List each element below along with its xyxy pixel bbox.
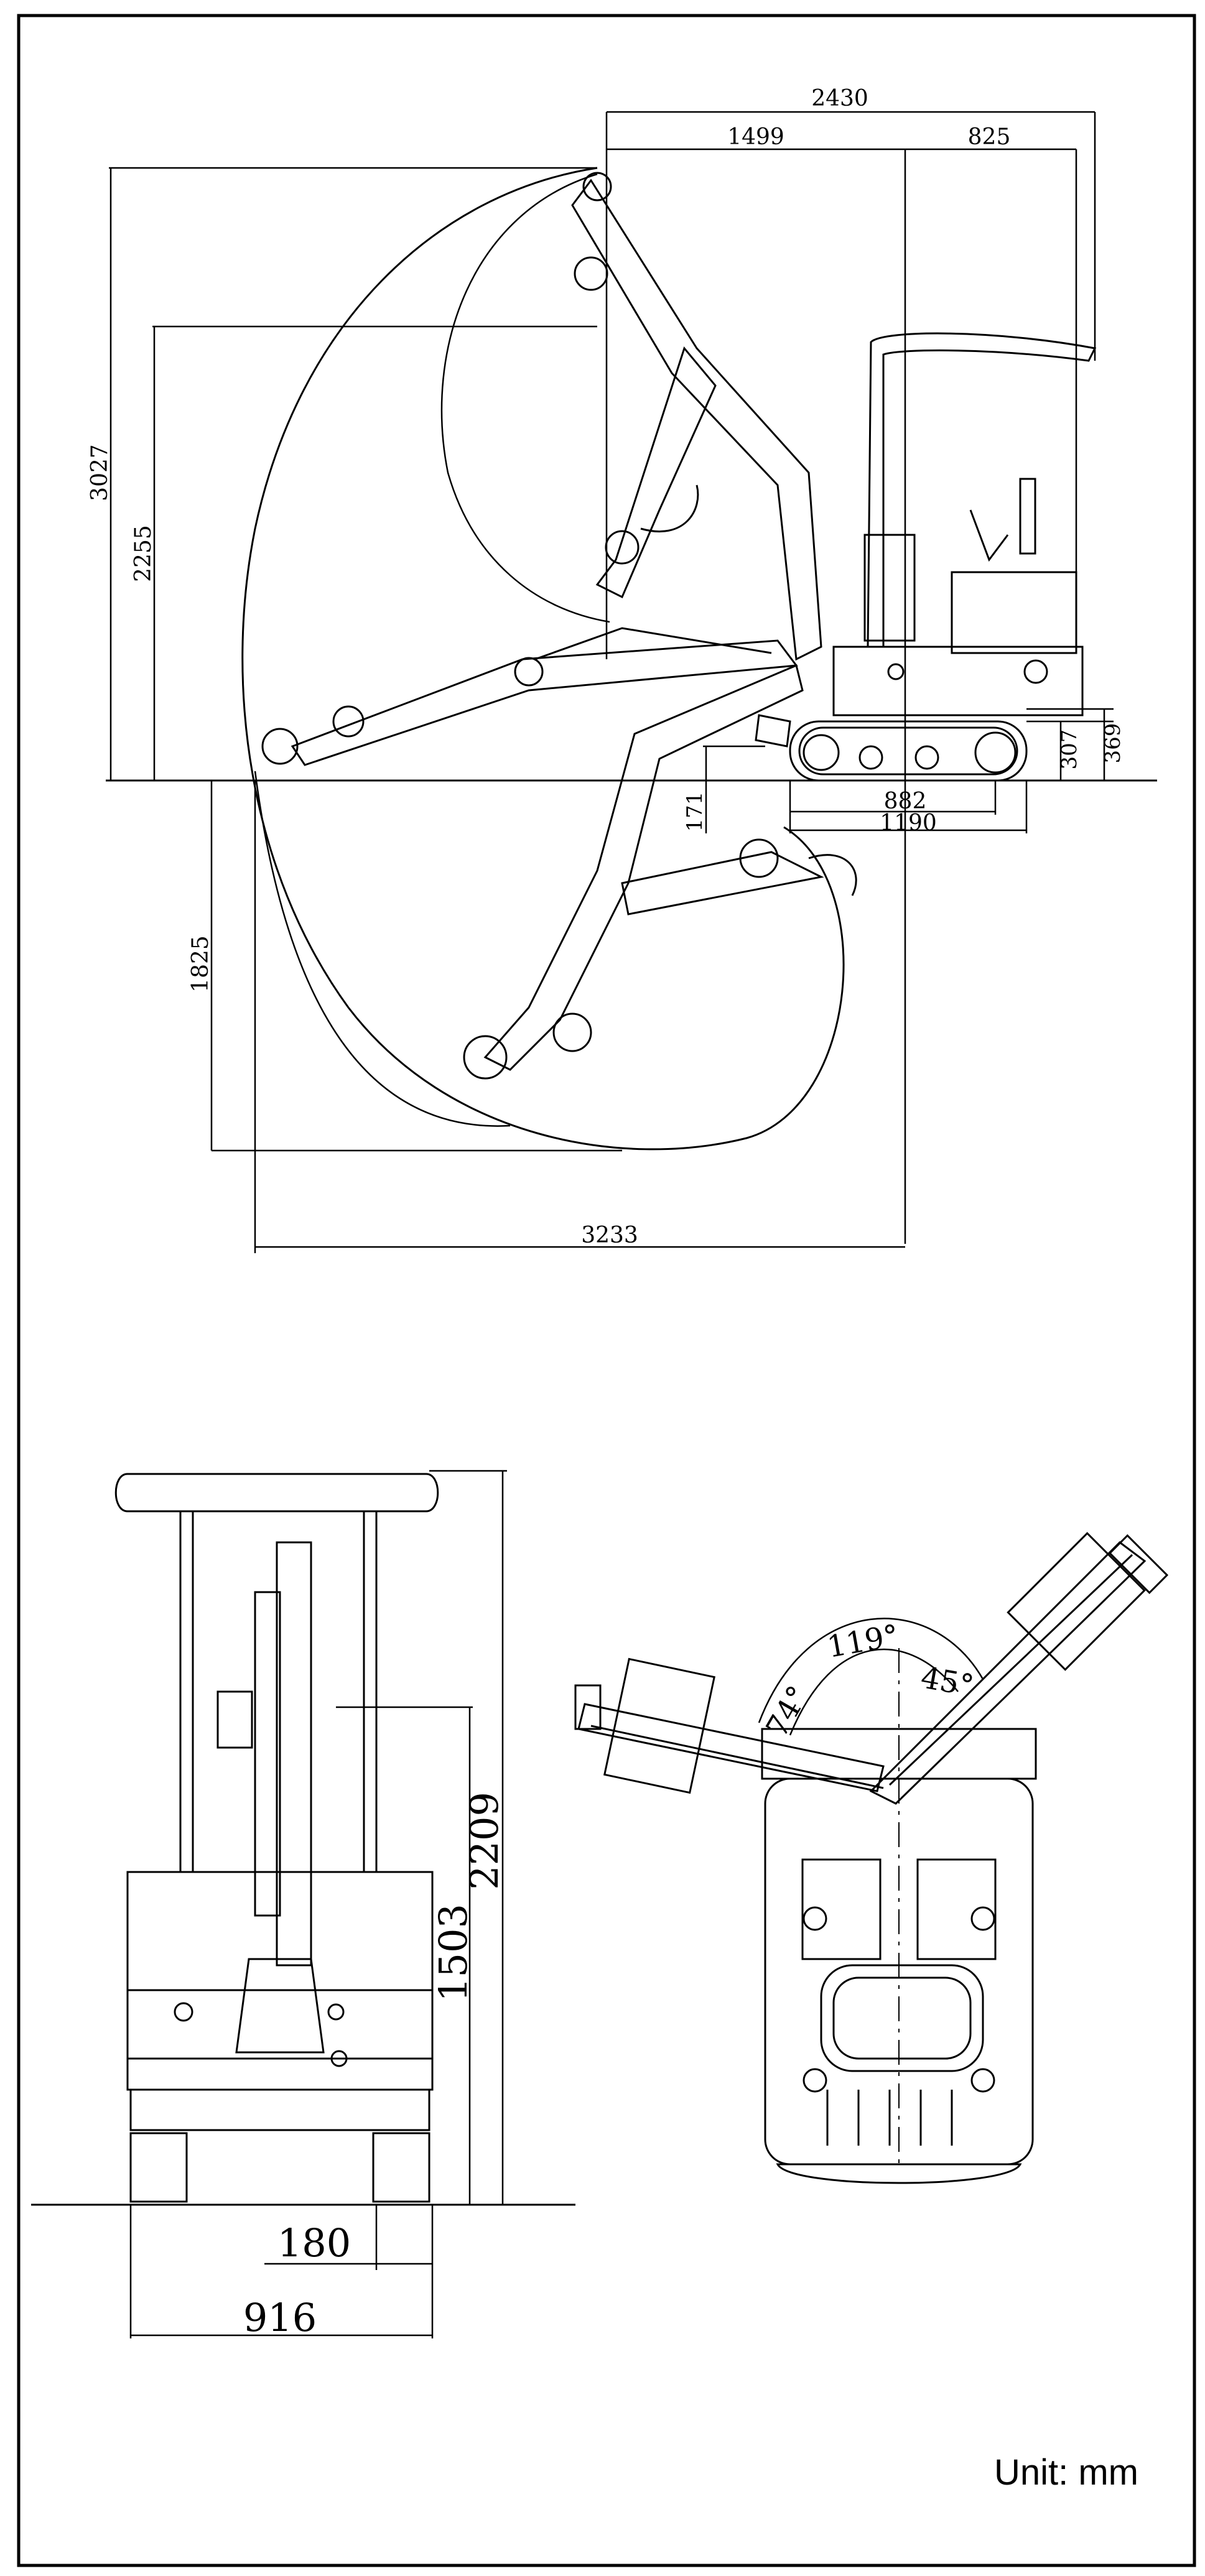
dim-dump-height: 2255 — [131, 525, 156, 582]
dim-track-width: 180 — [277, 2220, 351, 2266]
machine-body — [832, 332, 1097, 716]
dim-top-right: 825 — [968, 124, 1011, 150]
front-machine — [114, 1473, 439, 2203]
lower-arc — [254, 771, 511, 1127]
dim-reach: 3233 — [581, 1223, 638, 1248]
inner-arc — [440, 173, 610, 623]
dim-top-total: 2430 — [811, 86, 868, 111]
angle-total-swing: 119° — [824, 1618, 901, 1665]
unit-label: Unit: mm — [994, 2452, 1138, 2493]
dim-track-inner: 882 — [884, 789, 927, 814]
track — [789, 720, 1028, 782]
front-dimensions — [129, 1470, 507, 2338]
dim-overall-width: 916 — [243, 2295, 317, 2340]
angle-left-swing: 74° — [760, 1680, 816, 1743]
boom-upper — [571, 172, 822, 661]
arm-horizontal — [261, 627, 798, 766]
dim-track-length: 1190 — [880, 810, 937, 836]
top-machine — [758, 1618, 1037, 2184]
dim-dig-depth: 1825 — [188, 935, 213, 993]
top-view: 45° 74° 119° — [574, 1532, 1169, 2184]
top-boom-right — [869, 1532, 1169, 1805]
angle-right-swing: 45° — [918, 1660, 977, 1703]
side-dimensions — [109, 111, 1114, 1253]
dim-max-height: 3027 — [87, 444, 113, 501]
arm-lower — [463, 664, 857, 1080]
dim-total-height: 2209 — [462, 1792, 507, 1890]
dozer-blade — [755, 714, 791, 748]
working-envelope — [241, 167, 845, 1151]
dim-blade-lift: 171 — [682, 792, 707, 832]
dim-track-height: 307 — [1057, 730, 1082, 770]
dim-engine-height: 1503 — [430, 1904, 476, 2002]
dim-body-clearance: 369 — [1100, 723, 1125, 764]
front-view: 2209 1503 180 916 — [31, 1470, 575, 2340]
top-boom-left — [574, 1657, 885, 1794]
dim-top-left: 1499 — [727, 124, 784, 150]
side-view: 2430 1499 825 3027 2255 1825 3233 171 30… — [87, 86, 1157, 1253]
drawing-frame — [17, 14, 1196, 2567]
